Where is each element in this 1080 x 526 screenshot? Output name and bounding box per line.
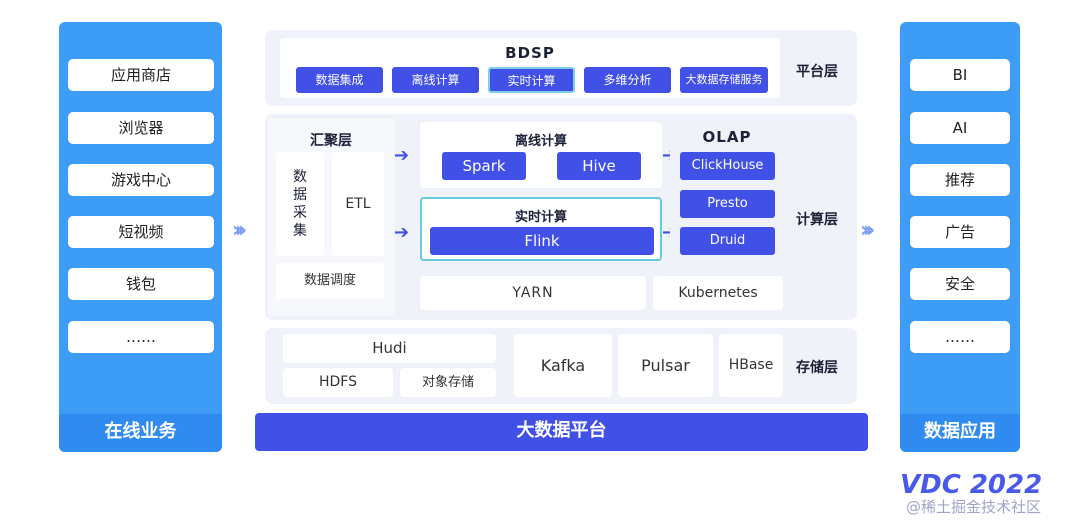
hive-box: Hive	[557, 152, 641, 180]
aggregation-title: 汇聚层	[310, 133, 352, 149]
flow-chevron-icon: ›››	[860, 218, 875, 243]
hdfs-card: HDFS	[283, 368, 393, 397]
platform-item: 多维分析	[584, 67, 671, 93]
left-item: 钱包	[68, 268, 214, 300]
olap-title: OLAP	[702, 128, 752, 146]
offline-compute-title: 离线计算	[514, 134, 567, 149]
flink-box: Flink	[430, 227, 654, 255]
right-item: BI	[910, 59, 1010, 91]
data-scheduling-card: 数据调度	[276, 263, 384, 299]
spark-box: Spark	[442, 152, 526, 180]
arrow-right-icon: ➔	[394, 145, 410, 166]
data-collection-card	[276, 152, 324, 256]
platform-layer-label: 平台层	[796, 64, 838, 80]
right-item: 推荐	[910, 164, 1010, 196]
etl-card: ETL	[332, 152, 384, 256]
hudi-card: Hudi	[283, 334, 496, 363]
left-item: 游戏中心	[68, 164, 214, 196]
right-item: AI	[910, 112, 1010, 144]
big-data-platform-bar: 大数据平台	[255, 413, 868, 451]
data-collection-label: 数 据 采 集	[293, 169, 307, 239]
druid-box: Druid	[680, 227, 775, 255]
platform-item-selected: 实时计算	[488, 67, 575, 93]
right-item: ……	[910, 321, 1010, 353]
left-item: 应用商店	[68, 59, 214, 91]
data-application-title: 数据应用	[900, 414, 1020, 452]
pulsar-card: Pulsar	[618, 334, 713, 397]
right-item: 广告	[910, 216, 1010, 248]
online-business-title: 在线业务	[59, 414, 222, 452]
vdc-logo: VDC 2022	[900, 470, 1043, 500]
realtime-compute-title: 实时计算	[514, 210, 567, 225]
left-item: ……	[68, 321, 214, 353]
kubernetes-card: Kubernetes	[653, 276, 783, 310]
left-item: 浏览器	[68, 112, 214, 144]
kafka-card: Kafka	[514, 334, 612, 397]
platform-item: 大数据存储服务	[680, 67, 768, 93]
hbase-card: HBase	[719, 334, 783, 397]
clickhouse-box: ClickHouse	[680, 152, 775, 180]
community-watermark: @稀土掘金技术社区	[906, 498, 1042, 516]
storage-layer-label: 存储层	[796, 360, 838, 376]
right-item: 安全	[910, 268, 1010, 300]
platform-item: 数据集成	[296, 67, 383, 93]
flow-chevron-icon: ›››	[232, 218, 247, 243]
presto-box: Presto	[680, 190, 775, 218]
bdsp-title: BDSP	[505, 44, 555, 62]
object-storage-card: 对象存储	[400, 368, 496, 397]
arrow-right-icon: ➔	[394, 222, 410, 243]
platform-item: 离线计算	[392, 67, 479, 93]
left-item: 短视频	[68, 216, 214, 248]
compute-layer-label: 计算层	[796, 212, 838, 228]
yarn-card: YARN	[420, 276, 646, 310]
